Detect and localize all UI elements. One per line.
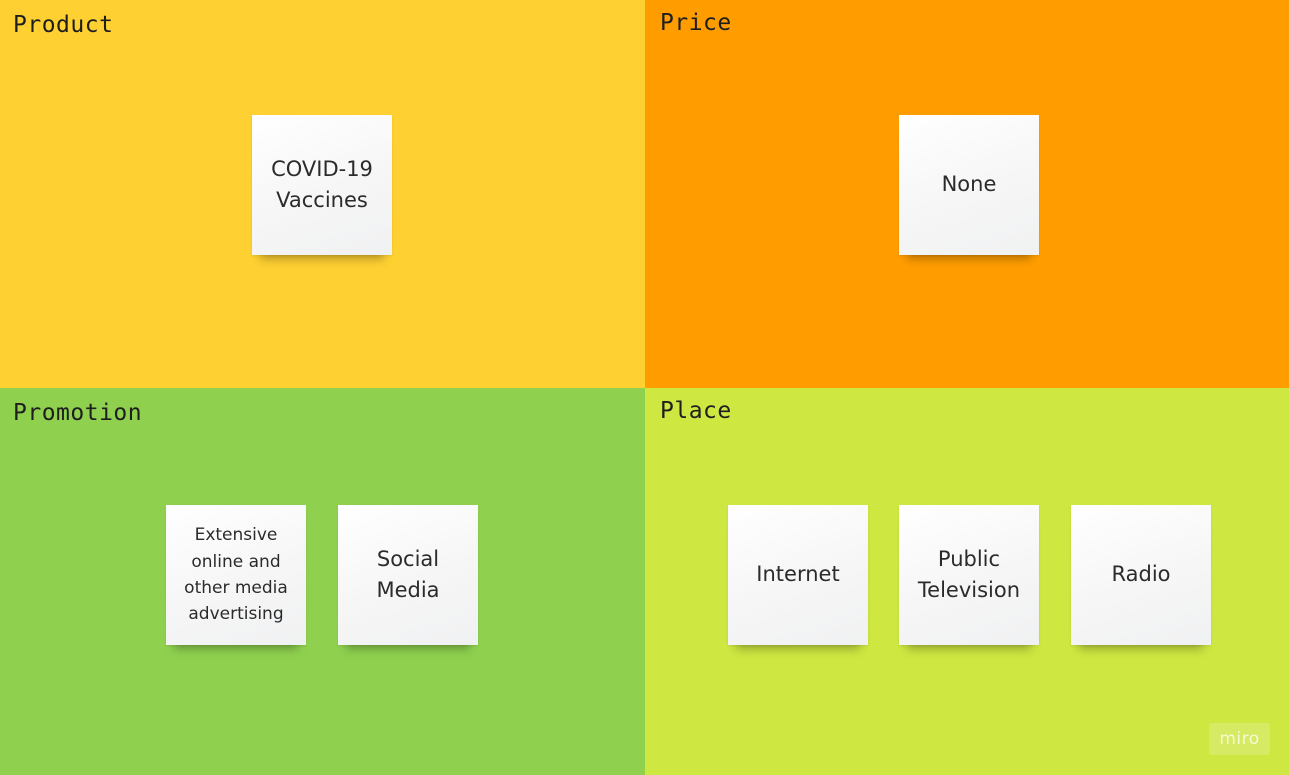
sticky-note-social-media[interactable]: Social Media <box>338 505 478 645</box>
miro-logo-text: miro <box>1219 729 1260 749</box>
sticky-note-covid-vaccines[interactable]: COVID-19 Vaccines <box>252 115 392 255</box>
product-title: Product <box>13 12 114 38</box>
sticky-note-text: Radio <box>1111 562 1171 587</box>
sticky-note-text: Social Media <box>376 546 440 603</box>
promotion-title: Promotion <box>13 400 143 426</box>
place-title: Place <box>660 398 732 424</box>
price-quadrant[interactable]: Price <box>645 0 1289 388</box>
sticky-note-text: Public Television <box>917 546 1021 603</box>
sticky-note-text: None <box>941 172 997 197</box>
sticky-note-text: COVID-19 Vaccines <box>271 156 373 213</box>
sticky-note-radio[interactable]: Radio <box>1071 505 1211 645</box>
sticky-note-text: Internet <box>756 562 840 587</box>
sticky-note-public-television[interactable]: Public Television <box>899 505 1039 645</box>
sticky-note-internet[interactable]: Internet <box>728 505 868 645</box>
price-title: Price <box>660 10 732 36</box>
sticky-note-advertising[interactable]: Extensive online and other media adverti… <box>166 505 306 645</box>
sticky-note-none[interactable]: None <box>899 115 1039 255</box>
sticky-note-text: Extensive online and other media adverti… <box>184 525 288 625</box>
miro-logo: miro <box>1209 723 1270 755</box>
promotion-quadrant[interactable]: Promotion <box>0 388 645 775</box>
